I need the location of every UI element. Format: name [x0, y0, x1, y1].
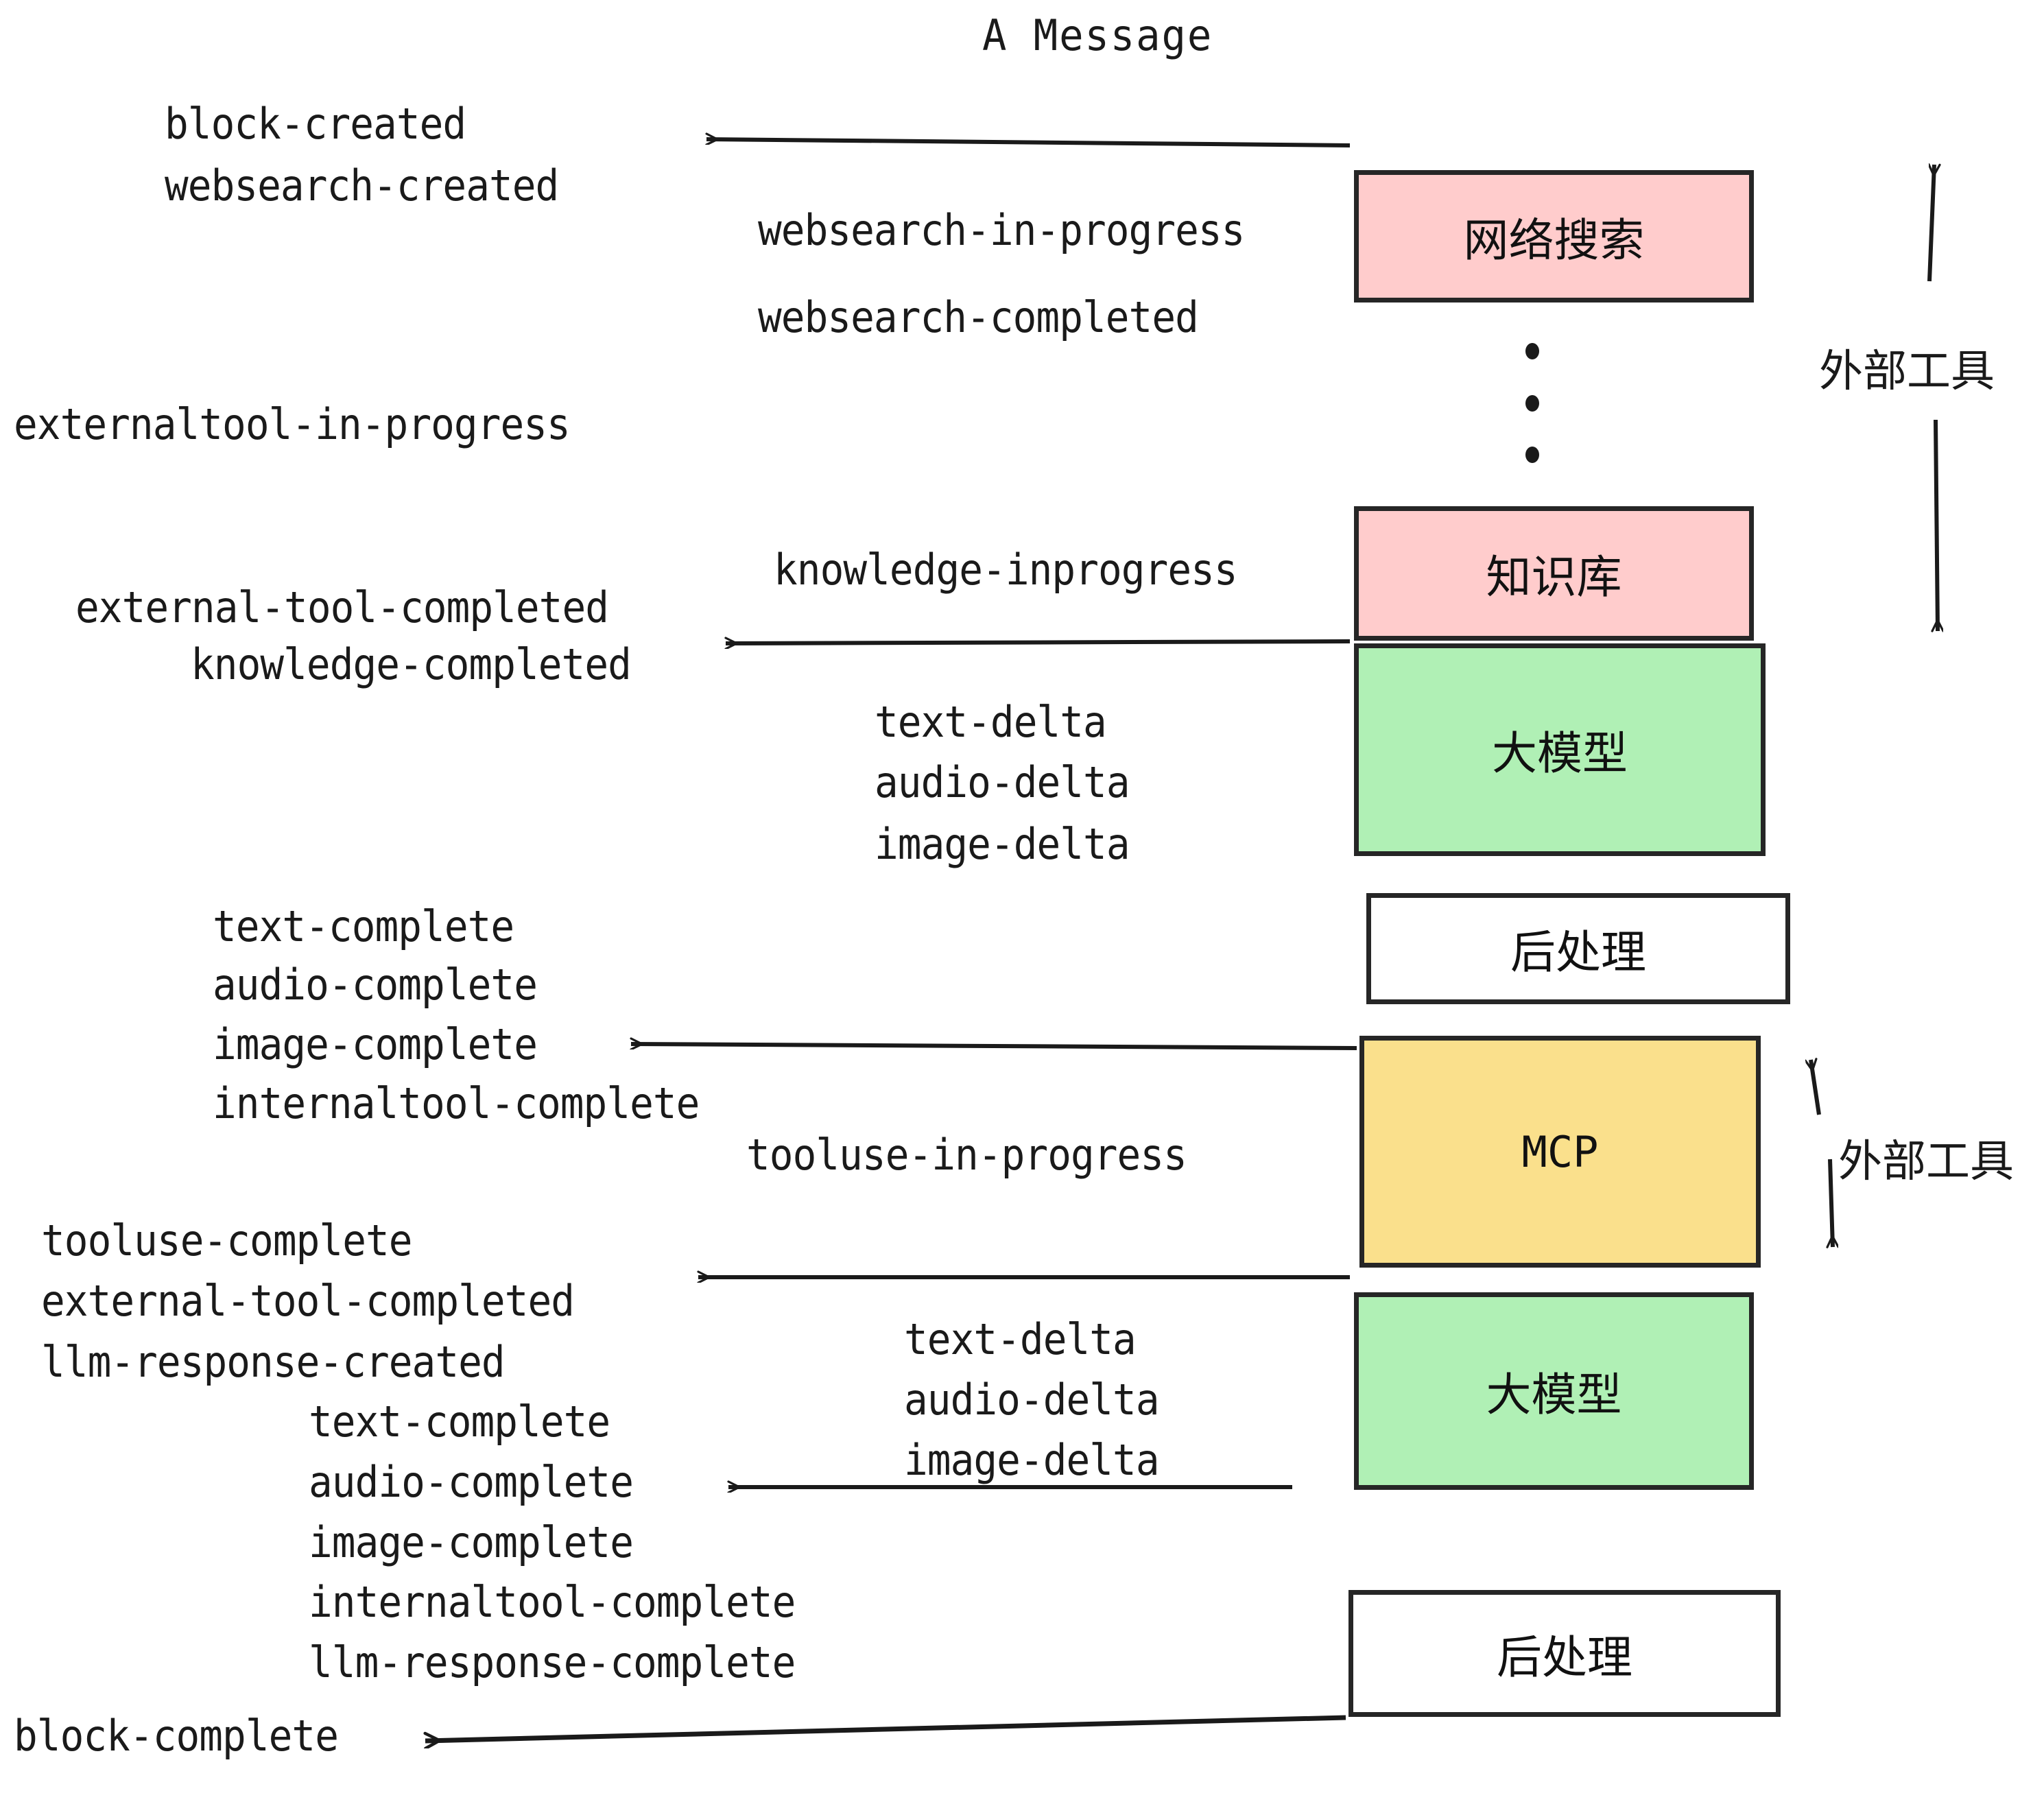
node-postprocess-2-label: 后处理 [1497, 1630, 1632, 1684]
external-tools-top-up-arrow [1927, 165, 1934, 282]
event-image-delta-1: image-delta [875, 819, 1130, 869]
event-external-tool-completed-2: external-tool-completed [41, 1276, 575, 1326]
event-externaltool-in-progress: externaltool-in-progress [14, 399, 571, 449]
event-internaltool-complete-1: internaltool-complete [213, 1078, 700, 1128]
arrow-websearch-to-created [706, 139, 1351, 147]
event-knowledge-inprogress: knowledge-inprogress [774, 545, 1238, 595]
event-websearch-created: websearch-created [165, 161, 559, 211]
node-llm-1[interactable]: 大模型 [1354, 643, 1766, 856]
node-postprocess-1-label: 后处理 [1510, 926, 1646, 979]
external-tools-bottom-label: 外部工具 [1838, 1137, 2014, 1187]
ellipsis-dot [1525, 343, 1539, 359]
external-tools-bottom-down-arrow [1830, 1159, 1833, 1247]
ellipsis-dot [1525, 447, 1539, 463]
event-image-complete-1: image-complete [213, 1019, 538, 1069]
node-mcp-label: MCP [1521, 1126, 1599, 1177]
arrow-llm1-to-knowledge-completed [726, 641, 1351, 643]
ellipsis-dot [1525, 394, 1539, 412]
node-websearch[interactable]: 网络搜索 [1354, 170, 1754, 302]
ellipsis-vertical [1524, 343, 1541, 463]
event-audio-delta-2: audio-delta [904, 1375, 1160, 1425]
event-tooluse-in-progress: tooluse-in-progress [746, 1130, 1187, 1180]
event-image-complete-2: image-complete [309, 1517, 634, 1567]
event-websearch-in-progress: websearch-in-progress [758, 205, 1245, 255]
event-text-complete-1: text-complete [213, 901, 514, 951]
event-audio-complete-1: audio-complete [213, 960, 538, 1010]
node-llm-2[interactable]: 大模型 [1354, 1292, 1754, 1490]
event-image-delta-2: image-delta [904, 1435, 1160, 1485]
event-audio-delta-1: audio-delta [875, 757, 1130, 807]
event-llm-response-complete: llm-response-complete [309, 1637, 796, 1687]
node-mcp[interactable]: MCP [1359, 1036, 1761, 1268]
node-llm-2-label: 大模型 [1486, 1368, 1622, 1421]
event-text-delta-2: text-delta [904, 1314, 1137, 1364]
external-tools-bottom-up-arrow [1811, 1060, 1821, 1115]
node-llm-1-label: 大模型 [1492, 727, 1628, 780]
event-internaltool-complete-2: internaltool-complete [309, 1577, 796, 1627]
event-audio-complete-2: audio-complete [309, 1457, 634, 1507]
node-postprocess-1[interactable]: 后处理 [1366, 893, 1790, 1004]
node-knowledge-label: 知识库 [1486, 551, 1622, 604]
node-knowledge[interactable]: 知识库 [1354, 506, 1754, 641]
external-tools-top-down-arrow [1936, 419, 1938, 631]
arrow-mcp-to-image-complete [631, 1044, 1357, 1050]
node-postprocess-2[interactable]: 后处理 [1348, 1590, 1781, 1717]
external-tools-top-label: 外部工具 [1819, 346, 1995, 397]
event-text-complete-2: text-complete [309, 1397, 610, 1447]
event-websearch-completed: websearch-completed [758, 292, 1199, 342]
node-websearch-label: 网络搜索 [1463, 213, 1645, 267]
event-external-tool-completed-1: external-tool-completed [75, 582, 609, 632]
arrow-postprocess2-to-block-complete [425, 1715, 1346, 1741]
event-llm-response-created: llm-response-created [41, 1337, 506, 1387]
event-block-complete: block-complete [14, 1711, 339, 1761]
event-knowledge-completed: knowledge-completed [191, 639, 632, 689]
event-text-delta-1: text-delta [875, 697, 1107, 747]
event-tooluse-complete: tooluse-complete [41, 1215, 412, 1266]
event-block-created: block-created [165, 99, 466, 149]
page-title: A Message [982, 10, 1213, 60]
